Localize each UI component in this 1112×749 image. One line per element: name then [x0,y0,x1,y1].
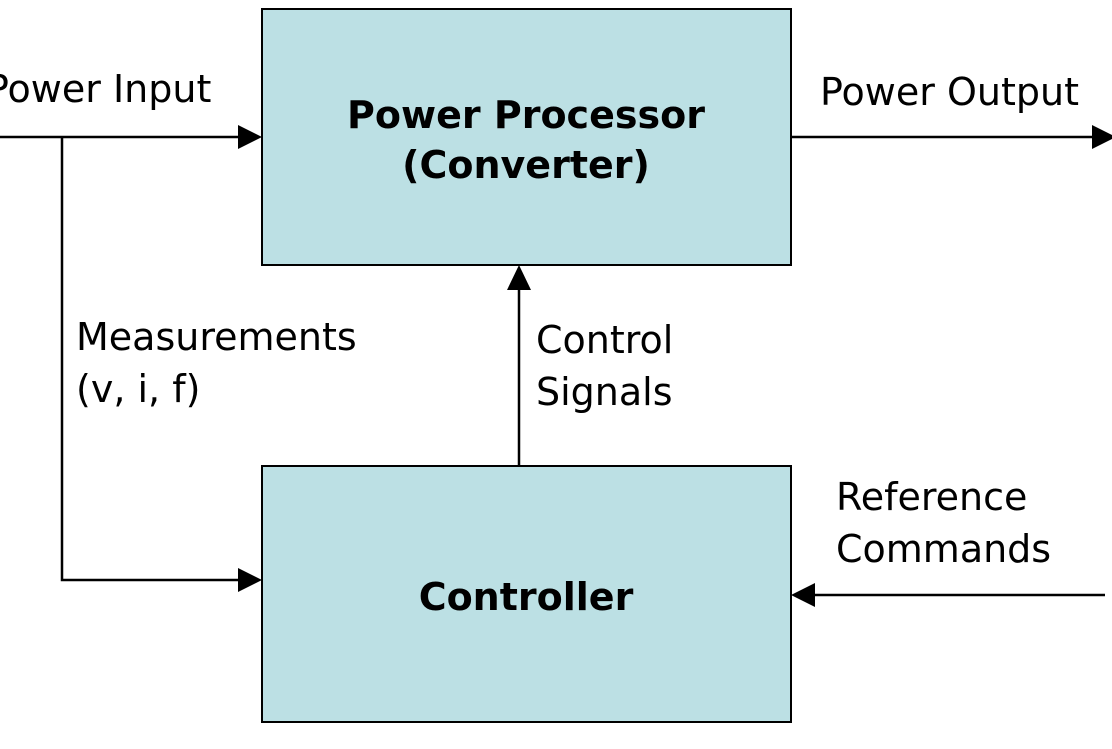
controller-box [261,465,792,723]
power-input-arrow [0,125,262,149]
power-processor-title: Power Processor [347,93,705,137]
measurements-label: Measurements [76,315,357,359]
reference-commands-label-line2: Commands [836,527,1051,571]
controller-title: Controller [419,575,634,619]
power-output-arrow [791,125,1112,149]
control-signals-arrow [507,265,531,466]
measurement-feedback-arrow [60,137,262,592]
measurement-feedback-arrowhead [238,568,262,592]
control-signals-label-line1: Control [536,318,673,362]
reference-commands-arrowhead [791,583,815,607]
control-signals-arrowhead [507,265,531,290]
power-input-arrowhead [238,125,262,149]
power-input-label: Power Input [0,67,211,111]
power-output-label: Power Output [820,70,1079,114]
power-output-arrowhead [1092,125,1112,149]
reference-commands-arrow [791,583,1105,607]
power-processor-block: Power Processor (Converter) [261,8,792,266]
power-processor-subtitle: (Converter) [402,143,650,187]
measurement-feedback-line [60,137,242,582]
measurements-variables-label: (v, i, f) [76,367,200,411]
control-signals-label-line2: Signals [536,370,673,414]
reference-commands-label-line1: Reference [836,475,1027,519]
power-processor-box [261,8,792,266]
controller-block: Controller [261,465,792,723]
